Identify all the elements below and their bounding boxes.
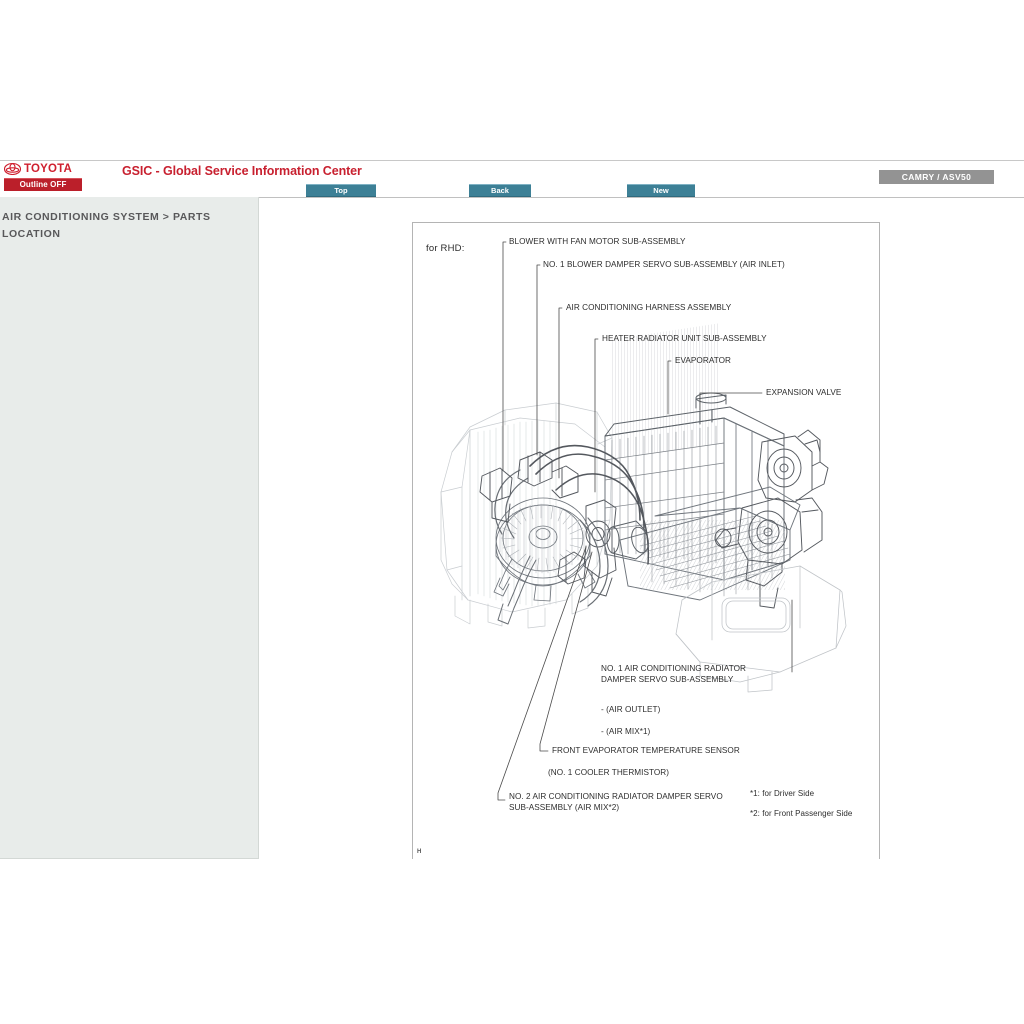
sidebar-panel: AIR CONDITIONING SYSTEM > PARTS LOCATION bbox=[0, 197, 259, 859]
model-badge: CAMRY / ASV50 bbox=[879, 170, 994, 184]
callout-evaporator: EVAPORATOR bbox=[675, 356, 732, 365]
nav-top-button[interactable]: Top bbox=[306, 184, 376, 197]
callout-no1-radiator-damper-servo: NO. 1 AIR CONDITIONING RADIATOR DAMPER S… bbox=[601, 664, 746, 684]
outline-off-button[interactable]: Outline OFF bbox=[4, 178, 82, 191]
nav-new-button[interactable]: New bbox=[627, 184, 695, 197]
callout-air-mix-1: - (AIR MIX*1) bbox=[601, 727, 651, 736]
diagram-frame bbox=[412, 222, 880, 859]
callout-blower-damper-servo: NO. 1 BLOWER DAMPER SERVO SUB-ASSEMBLY (… bbox=[543, 260, 785, 269]
toyota-logo[interactable]: TOYOTA bbox=[4, 163, 72, 175]
toyota-emblem-icon bbox=[4, 163, 21, 175]
callout-front-evap-temp-sensor: FRONT EVAPORATOR TEMPERATURE SENSOR bbox=[552, 746, 740, 755]
callout-cooler-thermistor: (NO. 1 COOLER THERMISTOR) bbox=[548, 768, 670, 777]
breadcrumb: AIR CONDITIONING SYSTEM > PARTS LOCATION bbox=[2, 211, 211, 240]
callout-no2-radiator-damper-servo: NO. 2 AIR CONDITIONING RADIATOR DAMPER S… bbox=[509, 792, 723, 812]
callout-ac-harness: AIR CONDITIONING HARNESS ASSEMBLY bbox=[566, 303, 732, 312]
footnote-driver-side: *1: for Driver Side bbox=[750, 789, 815, 798]
toyota-wordmark: TOYOTA bbox=[24, 163, 73, 175]
nav-back-button[interactable]: Back bbox=[469, 184, 531, 197]
footnote-passenger-side: *2: for Front Passenger Side bbox=[750, 809, 853, 818]
diagram-view-note: for RHD: bbox=[426, 243, 465, 254]
page-title: GSIC - Global Service Information Center bbox=[122, 164, 362, 178]
callout-blower-fan-motor: BLOWER WITH FAN MOTOR SUB-ASSEMBLY bbox=[509, 237, 686, 246]
callout-heater-radiator: HEATER RADIATOR UNIT SUB-ASSEMBLY bbox=[602, 334, 767, 343]
diagram-page-mark: H bbox=[417, 849, 422, 855]
callout-air-outlet: - (AIR OUTLET) bbox=[601, 705, 661, 714]
callout-expansion-valve: EXPANSION VALVE bbox=[766, 388, 842, 397]
